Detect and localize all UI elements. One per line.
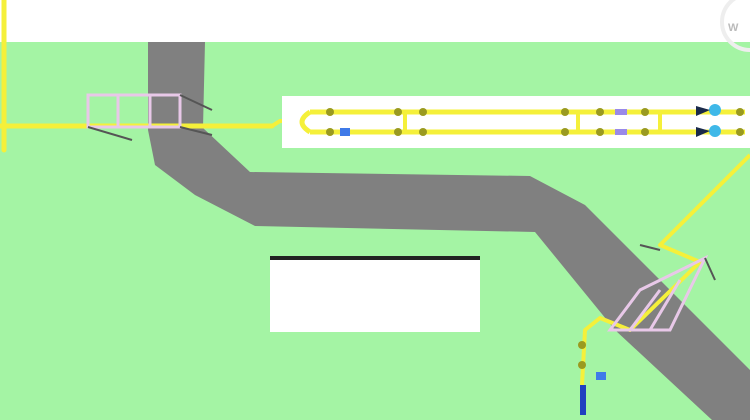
riser-valve	[578, 341, 606, 415]
compass-ring	[720, 0, 750, 52]
equipment-skid	[282, 96, 750, 148]
pipe-rack-left	[86, 93, 213, 141]
blue-valve	[709, 104, 721, 137]
building-block	[270, 256, 480, 332]
road	[148, 42, 750, 420]
compass-label[interactable]: W	[728, 22, 739, 34]
sky-background	[0, 0, 750, 42]
pipe-rack-right	[607, 244, 716, 332]
